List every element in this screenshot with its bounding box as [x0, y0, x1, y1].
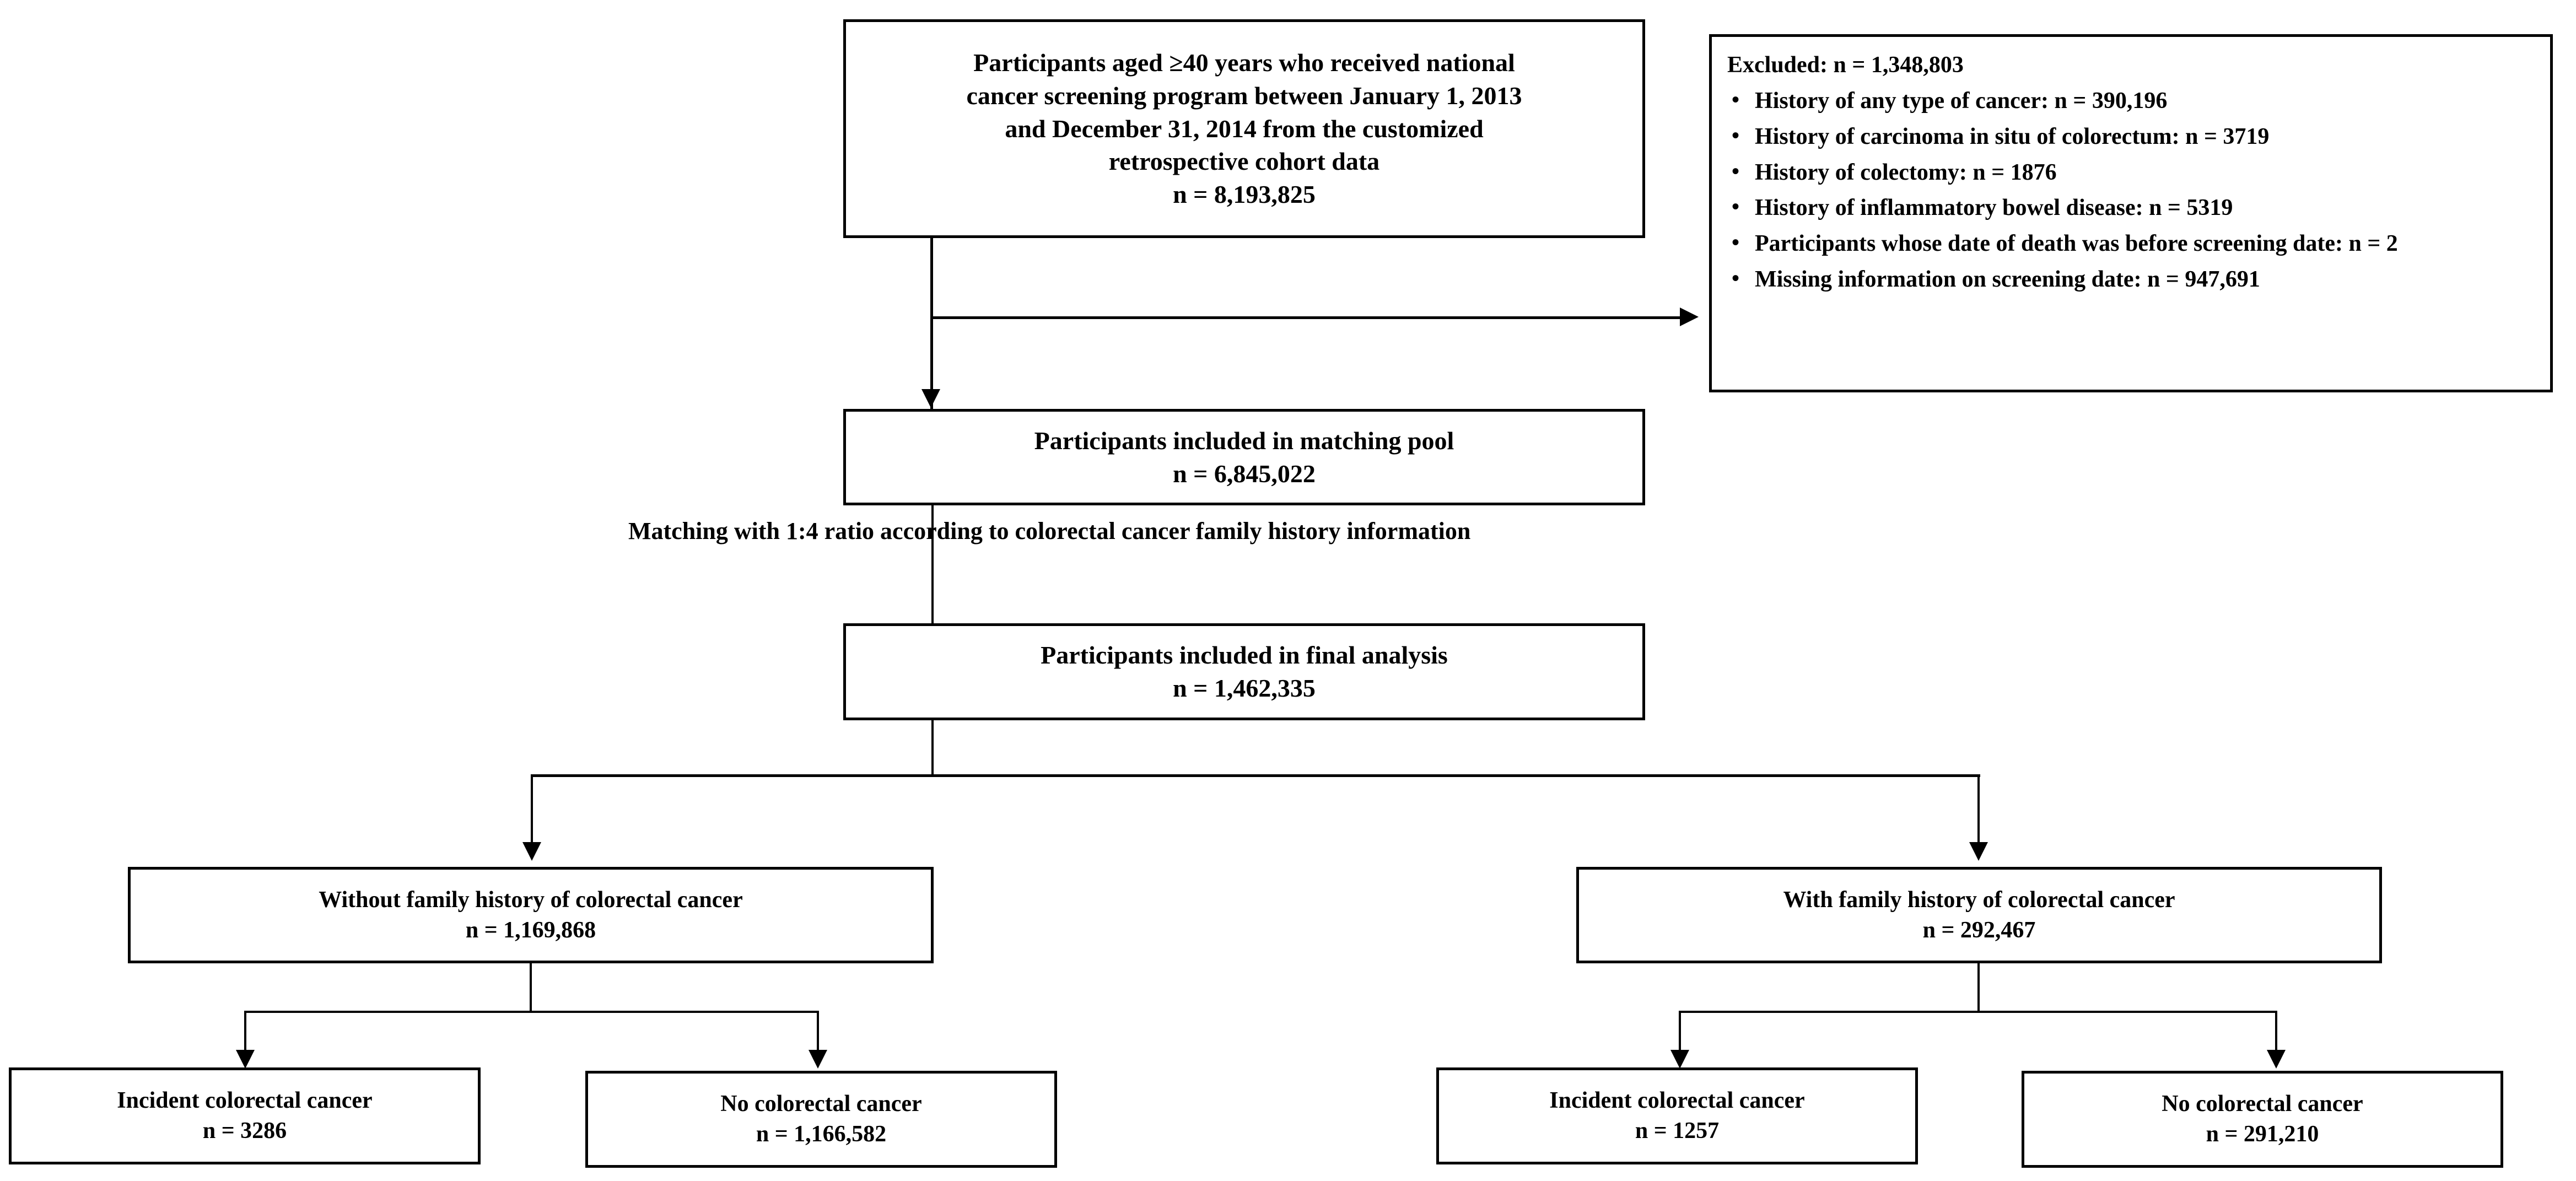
connector-right-split-outer-arm — [2275, 1011, 2277, 1054]
arrowhead-to-no-fh-no-crc — [809, 1050, 827, 1069]
node-fh-incident-crc: Incident colorectal cancer n = 1257 — [1436, 1067, 1918, 1164]
source-cohort-line-2: cancer screening program between January… — [966, 81, 1522, 110]
list-item: • History of inflammatory bowel disease:… — [1726, 193, 2536, 224]
final-analysis-count: n = 1,462,335 — [1173, 674, 1316, 702]
list-item: • Participants whose date of death was b… — [1726, 229, 2536, 260]
arrowhead-to-fh-incident-crc — [1670, 1050, 1689, 1069]
no-fh-no-crc-count: n = 1,166,582 — [756, 1121, 887, 1147]
without-family-history-count: n = 1,169,868 — [465, 917, 596, 943]
matching-rule-line-1: Matching with 1:4 ratio according to — [628, 517, 1009, 544]
bullet-icon: • — [1732, 230, 1740, 255]
connector-right-split-bar — [1679, 1011, 2277, 1013]
excluded-reason-text: History of any type of cancer: n = 390,1… — [1755, 88, 2168, 114]
source-cohort-line-3: and December 31, 2014 from the customize… — [1005, 114, 1484, 143]
with-family-history-count: n = 292,467 — [1922, 917, 2036, 943]
node-excluded: Excluded: n = 1,348,803 • History of any… — [1709, 34, 2553, 392]
node-without-family-history: Without family history of colorectal can… — [128, 867, 934, 963]
list-item: • History of carcinoma in situ of colore… — [1726, 122, 2536, 153]
node-with-family-history: With family history of colorectal cancer… — [1576, 867, 2382, 963]
arrowhead-source-to-pool — [921, 389, 940, 408]
fh-no-crc-label: No colorectal cancer — [2162, 1091, 2363, 1117]
excluded-reason-text: Missing information on screening date: n… — [1755, 267, 2260, 293]
without-family-history-label: Without family history of colorectal can… — [319, 887, 743, 913]
source-cohort-line-1: Participants aged ≥40 years who received… — [973, 48, 1515, 77]
final-analysis-label: Participants included in final analysis — [1041, 641, 1448, 670]
node-final-analysis: Participants included in final analysis … — [843, 623, 1645, 720]
annotation-matching-rule: Matching with 1:4 ratio according to col… — [628, 515, 1470, 547]
connector-pool-to-final — [931, 505, 934, 625]
connector-final-split-bar — [531, 774, 1980, 777]
excluded-reason-text: History of carcinoma in situ of colorect… — [1755, 123, 2270, 149]
connector-right-split-stem — [1977, 963, 1980, 1013]
bullet-icon: • — [1732, 266, 1740, 291]
excluded-reason-text: Participants whose date of death was bef… — [1755, 231, 2398, 257]
source-cohort-count: n = 8,193,825 — [1173, 180, 1316, 209]
node-no-fh-no-crc: No colorectal cancer n = 1,166,582 — [585, 1071, 1057, 1168]
connector-left-split-stem — [530, 963, 532, 1013]
excluded-reason-text: History of inflammatory bowel disease: n… — [1755, 195, 2233, 221]
arrowhead-to-no-fh-incident-crc — [236, 1050, 255, 1069]
arrowhead-to-with-family-history — [1969, 842, 1988, 861]
bullet-icon: • — [1732, 194, 1740, 219]
list-item: • History of any type of cancer: n = 390… — [1726, 86, 2536, 117]
matching-pool-label: Participants included in matching pool — [1034, 426, 1454, 455]
no-fh-incident-crc-count: n = 3286 — [202, 1118, 287, 1144]
arrowhead-source-to-excluded — [1680, 308, 1699, 326]
node-matching-pool: Participants included in matching pool n… — [843, 409, 1645, 505]
matching-rule-line-2: colorectal cancer family history informa… — [1015, 517, 1471, 544]
fh-incident-crc-count: n = 1257 — [1635, 1118, 1720, 1144]
matching-pool-count: n = 6,845,022 — [1173, 459, 1316, 488]
connector-final-split-left-arm — [531, 774, 533, 846]
fh-no-crc-count: n = 291,210 — [2206, 1121, 2319, 1147]
with-family-history-label: With family history of colorectal cancer — [1783, 887, 2175, 913]
connector-left-split-inner-arm — [244, 1011, 246, 1054]
connector-left-split-outer-arm — [817, 1011, 819, 1054]
bullet-icon: • — [1732, 158, 1740, 184]
list-item: • Missing information on screening date:… — [1726, 265, 2536, 295]
node-source-cohort: Participants aged ≥40 years who received… — [843, 19, 1645, 238]
node-no-fh-incident-crc: Incident colorectal cancer n = 3286 — [9, 1067, 481, 1164]
source-cohort-line-4: retrospective cohort data — [1108, 147, 1380, 176]
excluded-reason-text: History of colectomy: n = 1876 — [1755, 159, 2057, 185]
arrowhead-to-fh-no-crc — [2267, 1050, 2286, 1069]
excluded-title: Excluded: n = 1,348,803 — [1727, 52, 1964, 78]
bullet-icon: • — [1732, 87, 1740, 112]
no-fh-incident-crc-label: Incident colorectal cancer — [117, 1088, 373, 1114]
excluded-reason-list: • History of any type of cancer: n = 390… — [1726, 86, 2536, 295]
connector-source-to-pool — [930, 238, 933, 409]
bullet-icon: • — [1732, 122, 1740, 148]
no-fh-no-crc-label: No colorectal cancer — [720, 1091, 922, 1117]
node-fh-no-crc: No colorectal cancer n = 291,210 — [2022, 1071, 2503, 1168]
connector-right-split-inner-arm — [1679, 1011, 1681, 1054]
list-item: • History of colectomy: n = 1876 — [1726, 158, 2536, 188]
connector-left-split-bar — [244, 1011, 819, 1013]
connector-final-split-right-arm — [1977, 774, 1980, 846]
arrowhead-to-without-family-history — [522, 842, 541, 861]
connector-source-to-excluded — [930, 316, 1680, 319]
fh-incident-crc-label: Incident colorectal cancer — [1549, 1088, 1805, 1114]
connector-final-split-stem — [931, 720, 934, 776]
